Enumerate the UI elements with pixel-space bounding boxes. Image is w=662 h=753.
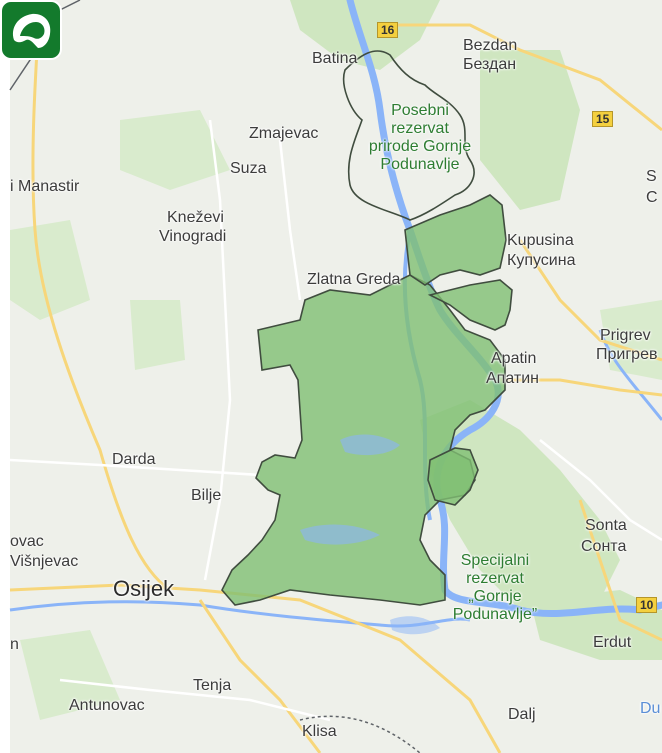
reserve-south-label-4[interactable]: Podunavlje” — [452, 606, 538, 623]
place-label-bilje[interactable]: Bilje — [191, 487, 222, 504]
place-label-sonta[interactable]: Sonta — [585, 517, 627, 534]
reserve-south-label-1[interactable]: Specijalni — [460, 552, 530, 569]
reserve-east-area — [427, 447, 479, 506]
reserve-south-label-3[interactable]: „Gornje — [468, 588, 522, 605]
road-major — [380, 23, 662, 132]
place-label-tenja[interactable]: Tenja — [193, 677, 232, 694]
lake — [300, 524, 380, 545]
place-label-erdut[interactable]: Erdut — [593, 634, 632, 651]
forest-area — [20, 630, 120, 720]
place-label-kupusina[interactable]: Kupusina — [507, 232, 574, 249]
reserve-north-label-4[interactable]: Podunavlje — [380, 156, 460, 173]
place-label-batina[interactable]: Batina — [312, 50, 358, 67]
place-label-osijek[interactable]: Osijek — [113, 576, 175, 601]
reserve-south-label-2[interactable]: rezervat — [466, 570, 524, 587]
road-minor — [203, 119, 232, 581]
state-border — [299, 715, 421, 753]
road-10-shield: 10 — [636, 597, 658, 613]
place-label-sonta-cyr[interactable]: Сонта — [581, 538, 627, 555]
road-major — [198, 599, 322, 753]
river-label-du: Du — [640, 700, 661, 717]
place-label-prigrev-cyr[interactable]: Пригрев — [596, 346, 658, 363]
road-minor — [9, 458, 261, 477]
place-label-bezdan[interactable]: Bezdan — [463, 37, 518, 54]
forest-area — [290, 0, 440, 70]
left-margin — [0, 0, 10, 753]
road-minor — [539, 439, 662, 542]
place-label-apatin-cyr[interactable]: Апатин — [486, 370, 539, 387]
place-label-kupusina-cyr[interactable]: Купусина — [507, 252, 576, 269]
place-label-visnjevac[interactable]: Višnjevac — [10, 553, 79, 570]
road-major — [9, 583, 502, 753]
place-label-dalj[interactable]: Dalj — [508, 706, 536, 723]
road-major — [518, 239, 662, 362]
place-label-apatin[interactable]: Apatin — [491, 350, 537, 367]
road-minor — [59, 678, 331, 722]
reserve-north-outline — [343, 50, 475, 221]
place-label-knezevi[interactable]: Kneževi — [167, 209, 224, 226]
reserve-north-label-2[interactable]: rezervat — [391, 120, 449, 137]
place-label-vinogradi[interactable]: Vinogradi — [159, 228, 227, 245]
reserve-east-area — [404, 194, 507, 286]
place-label-suza[interactable]: Suza — [230, 160, 267, 177]
place-label-klisa[interactable]: Klisa — [302, 723, 337, 740]
road-15-shield: 15 — [592, 111, 614, 127]
reserve-north-label-1[interactable]: Posebni — [391, 102, 449, 119]
place-label-zmajevac[interactable]: Zmajevac — [249, 125, 319, 142]
danube-river — [346, 0, 662, 618]
road-16-shield: 16 — [377, 22, 399, 38]
reserve-north-label-3[interactable]: prirode Gornje — [368, 138, 472, 155]
road-major — [500, 378, 662, 397]
place-label-darda[interactable]: Darda — [112, 451, 156, 468]
forest-area — [130, 300, 185, 370]
place-label-so-2[interactable]: C — [646, 189, 658, 206]
forest-area — [480, 50, 580, 210]
place-label-bezdan-cyr[interactable]: Бездан — [463, 56, 517, 73]
place-label-manastir[interactable]: i Manastir — [10, 178, 80, 195]
road-major — [31, 0, 171, 592]
lake — [390, 616, 440, 635]
place-label-prigrev[interactable]: Prigrev — [600, 327, 651, 344]
canal — [598, 329, 662, 421]
road-minor — [278, 139, 302, 301]
place-label-zlatna-greda[interactable]: Zlatna Greda — [307, 271, 401, 288]
place-label-ovac[interactable]: ovac — [10, 533, 44, 550]
forest-area — [10, 220, 90, 320]
reserve-east-area — [427, 279, 513, 331]
forest-area — [120, 110, 230, 190]
place-label-so-1[interactable]: S — [646, 168, 657, 185]
lake — [340, 434, 400, 456]
park-logo-icon[interactable] — [0, 0, 62, 60]
place-label-n[interactable]: n — [10, 636, 19, 653]
road-major — [578, 499, 662, 642]
place-label-antunovac[interactable]: Antunovac — [69, 697, 145, 714]
